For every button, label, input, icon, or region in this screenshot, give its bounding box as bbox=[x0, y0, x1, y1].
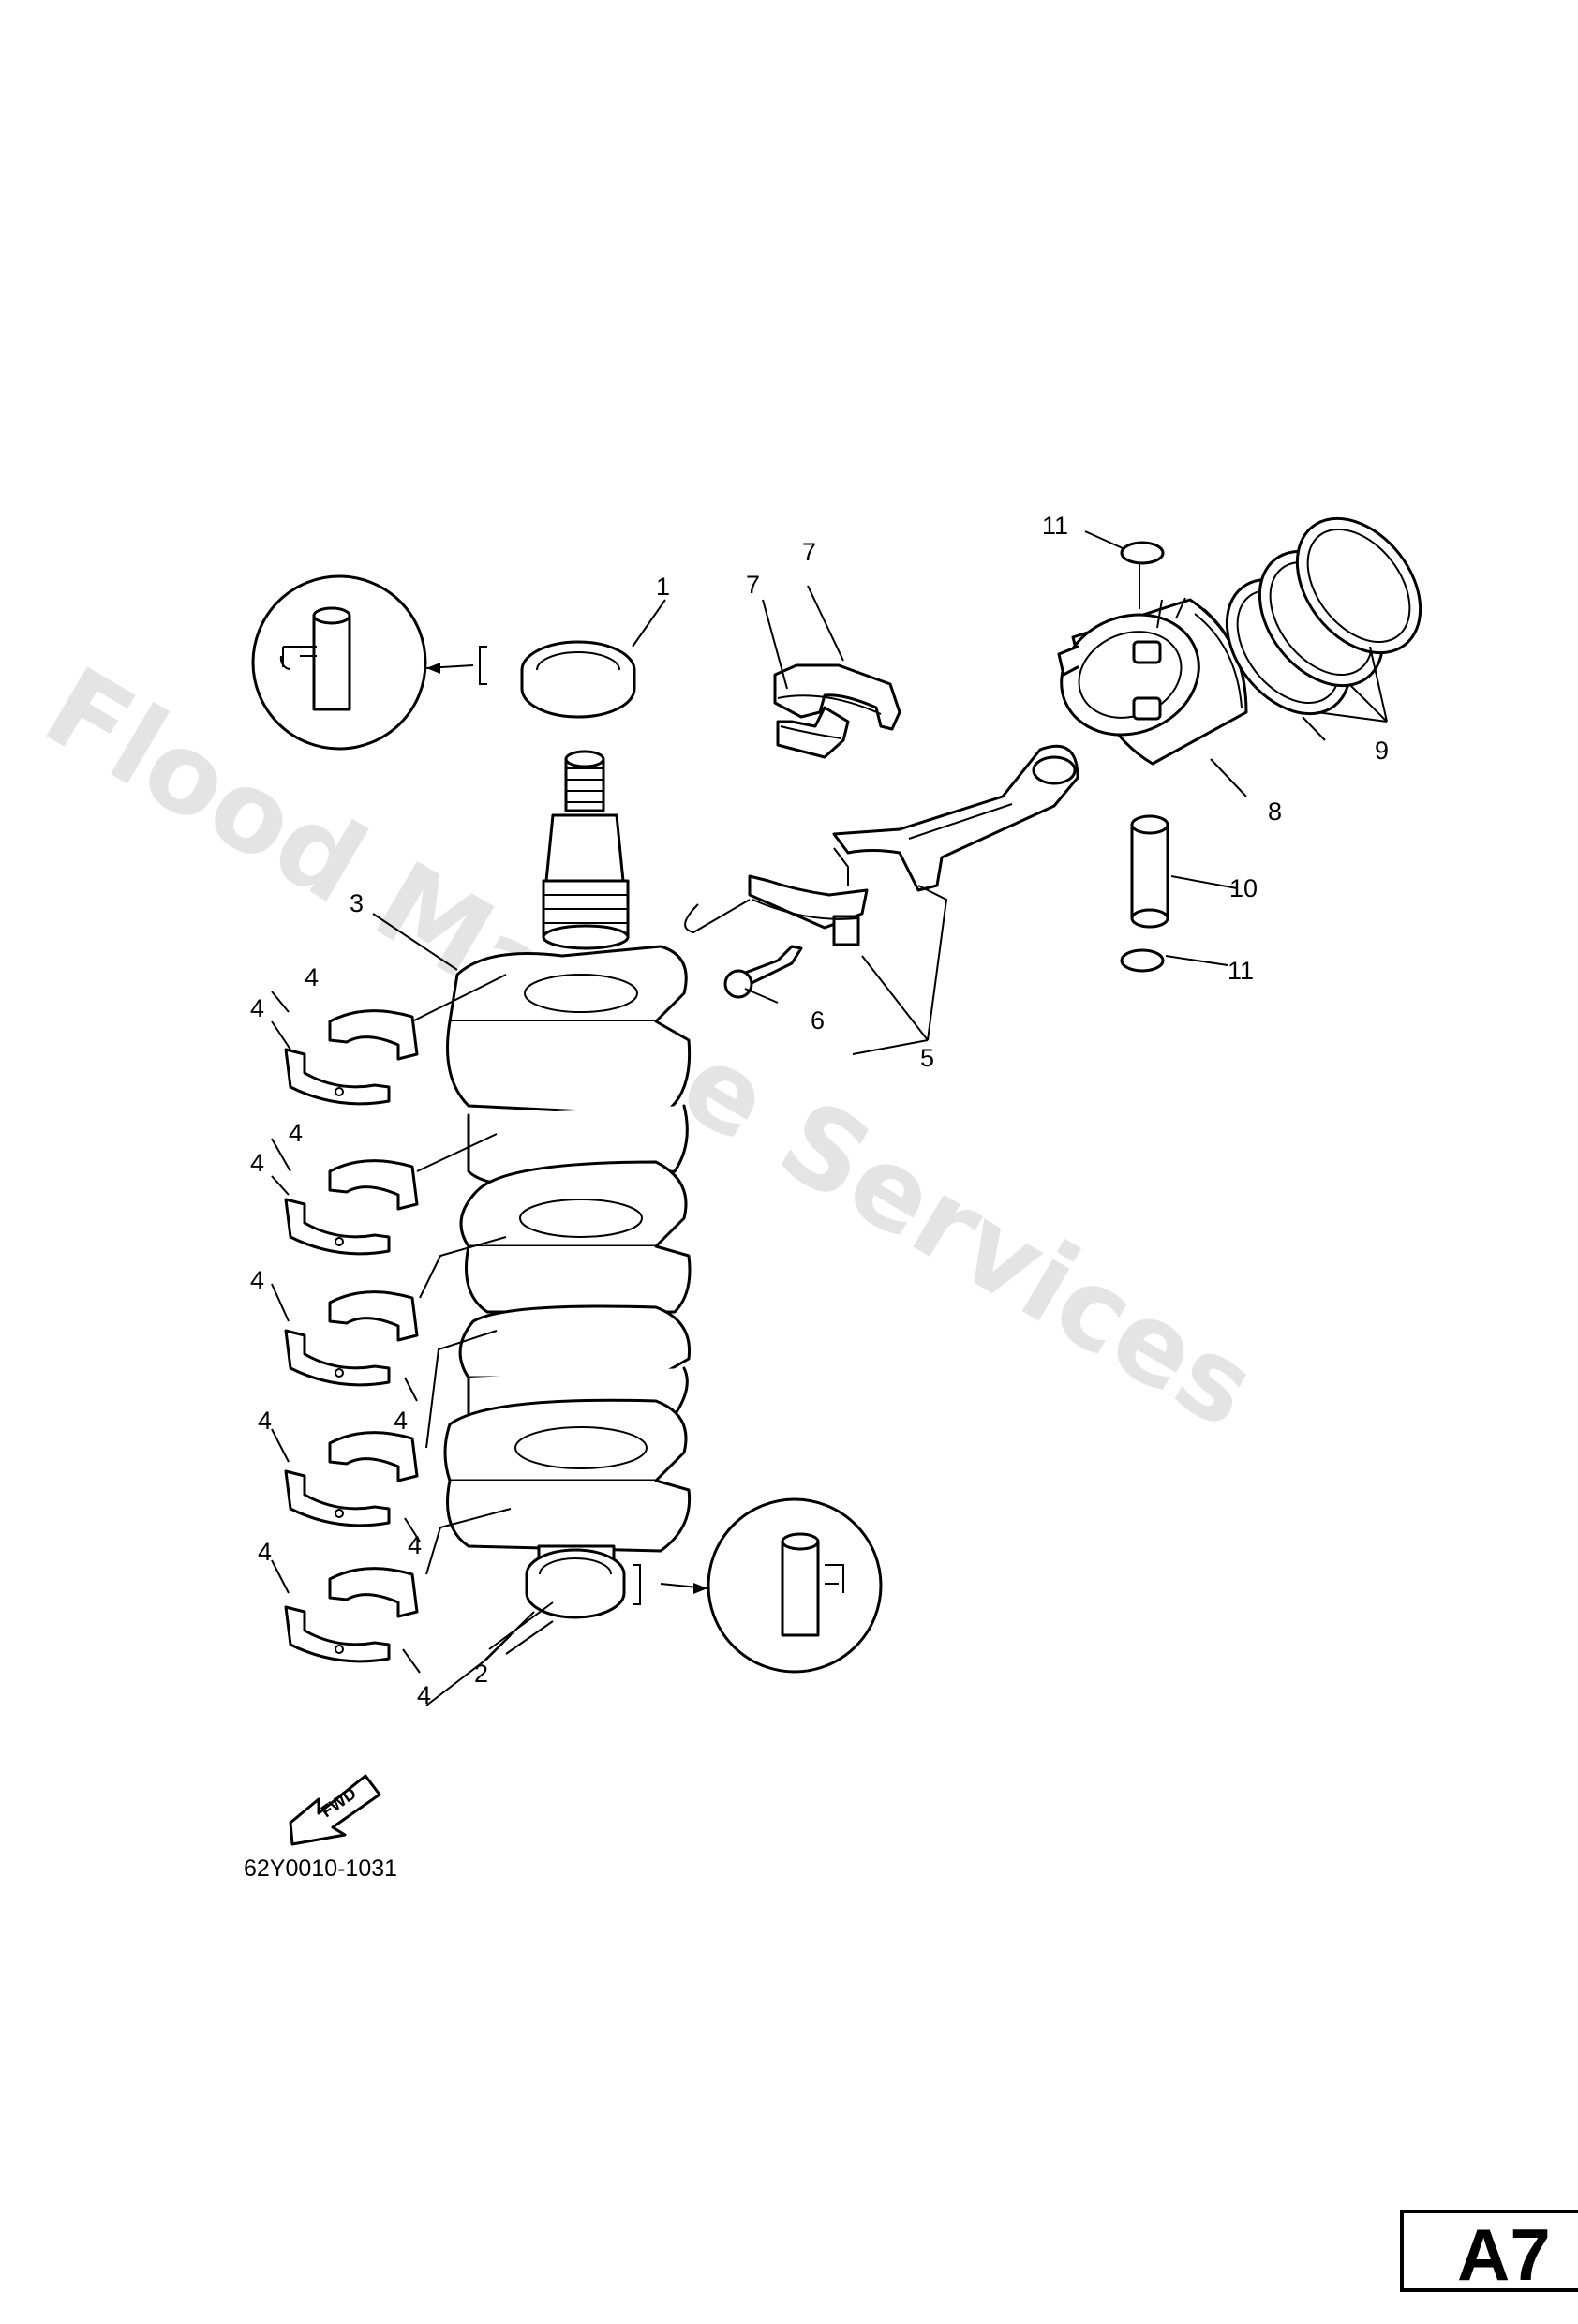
callout-11: 11 bbox=[1042, 512, 1068, 540]
detail-bubble-bottom bbox=[633, 1497, 883, 1674]
oil-seal-upper bbox=[520, 640, 636, 719]
piston-rings bbox=[1225, 516, 1422, 716]
oil-seal-lower bbox=[525, 1548, 626, 1619]
callout-1: 1 bbox=[656, 573, 670, 601]
callout-9: 9 bbox=[1375, 737, 1389, 765]
leader-lines bbox=[271, 530, 1388, 1706]
crankshaft bbox=[443, 750, 692, 1600]
callout-4: 4 bbox=[408, 1531, 422, 1559]
main-bearing-set-1 bbox=[284, 1009, 419, 1106]
callout-4: 4 bbox=[250, 994, 264, 1022]
callout-4: 4 bbox=[394, 1407, 408, 1435]
callout-4: 4 bbox=[305, 963, 319, 991]
page-plate: A7 bbox=[1400, 2210, 1578, 2296]
callout-10: 10 bbox=[1229, 874, 1258, 902]
callout-4: 4 bbox=[250, 1266, 264, 1294]
callout-2: 2 bbox=[474, 1660, 488, 1688]
callout-4: 4 bbox=[258, 1538, 272, 1566]
callout-8: 8 bbox=[1268, 797, 1282, 826]
callout-6: 6 bbox=[811, 1006, 825, 1035]
callout-11: 11 bbox=[1228, 957, 1254, 985]
callout-4: 4 bbox=[289, 1119, 303, 1147]
callout-3: 3 bbox=[350, 889, 364, 917]
conrod-bearing-halves bbox=[773, 663, 901, 759]
detail-bubble-top bbox=[251, 574, 487, 751]
piston-pin bbox=[1130, 814, 1169, 929]
drawing-code: 62Y0010-1031 bbox=[244, 1855, 397, 1882]
main-bearing-set-2 bbox=[284, 1159, 419, 1256]
callout-7: 7 bbox=[746, 571, 760, 599]
page-plate-label: A7 bbox=[1457, 2213, 1551, 2296]
callout-4: 4 bbox=[258, 1407, 272, 1435]
conrod-bolt bbox=[723, 945, 803, 999]
callout-5: 5 bbox=[920, 1044, 934, 1072]
callout-4: 4 bbox=[250, 1149, 264, 1177]
callout-labels: 1 2 3 4 4 4 4 4 4 4 4 4 4 5 6 7 7 8 9 10… bbox=[250, 512, 1389, 1709]
circlip-lower bbox=[1120, 948, 1165, 973]
piston bbox=[1057, 597, 1248, 766]
connecting-rod bbox=[748, 744, 1079, 946]
main-bearing-set-5 bbox=[284, 1567, 419, 1663]
forward-direction-arrow: FWD bbox=[289, 1774, 381, 1846]
main-bearing-set-4 bbox=[284, 1431, 419, 1527]
circlip-upper bbox=[1120, 541, 1165, 565]
callout-7: 7 bbox=[802, 538, 816, 566]
callout-4: 4 bbox=[417, 1681, 431, 1709]
main-bearing-set-3 bbox=[284, 1290, 419, 1387]
